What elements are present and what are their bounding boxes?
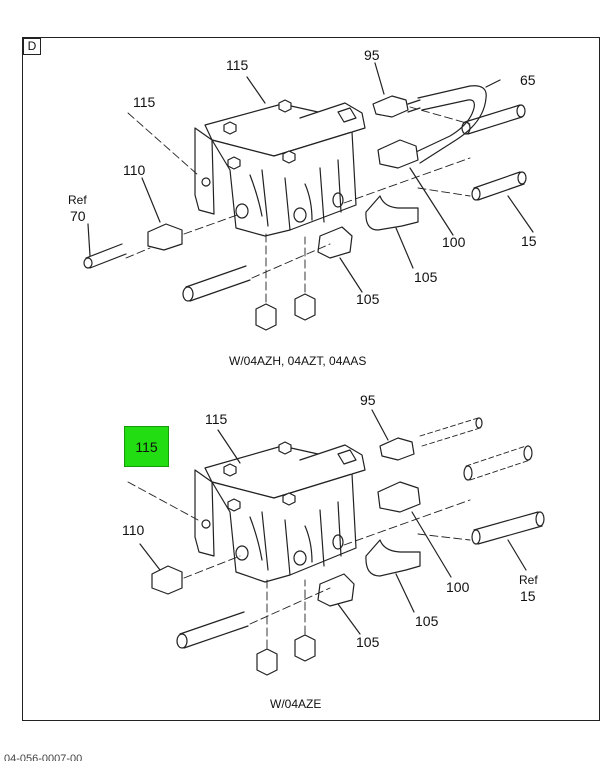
bottom-valve-assembly xyxy=(127,409,545,676)
callout-100-top: 100 xyxy=(442,234,466,250)
callout-115-bottom: 115 xyxy=(205,411,228,427)
top-valve-assembly xyxy=(83,62,534,331)
callout-ref-bottom: Ref xyxy=(519,573,538,587)
callout-15-bottom: 15 xyxy=(520,588,536,604)
callout-ref-top: Ref xyxy=(68,193,87,207)
callout-105-bottom-right: 105 xyxy=(415,613,439,629)
callout-115-left: 115 xyxy=(133,94,156,110)
highlighted-callout-115[interactable]: 115 xyxy=(124,426,169,467)
callout-65: 65 xyxy=(520,72,536,88)
callout-95-bottom: 95 xyxy=(360,392,376,408)
callout-105-top-right: 105 xyxy=(414,269,438,285)
callout-110-top: 110 xyxy=(123,162,146,178)
caption-top: W/04AZH, 04AZT, 04AAS xyxy=(229,354,367,368)
diagram-frame xyxy=(22,37,600,721)
callout-15-top: 15 xyxy=(521,233,537,249)
footer-reference: 04-056-0007-00 xyxy=(4,753,83,761)
callout-110-bottom: 110 xyxy=(122,522,145,538)
callout-70: 70 xyxy=(70,208,86,224)
callout-115-top: 115 xyxy=(226,57,249,73)
callout-105-bottom-lower: 105 xyxy=(356,634,380,650)
section-letter: D xyxy=(23,38,41,55)
callout-100-bottom: 100 xyxy=(446,579,470,595)
caption-bottom: W/04AZE xyxy=(270,697,322,711)
callout-95-top: 95 xyxy=(364,47,380,63)
callout-105-top-lower: 105 xyxy=(356,291,380,307)
